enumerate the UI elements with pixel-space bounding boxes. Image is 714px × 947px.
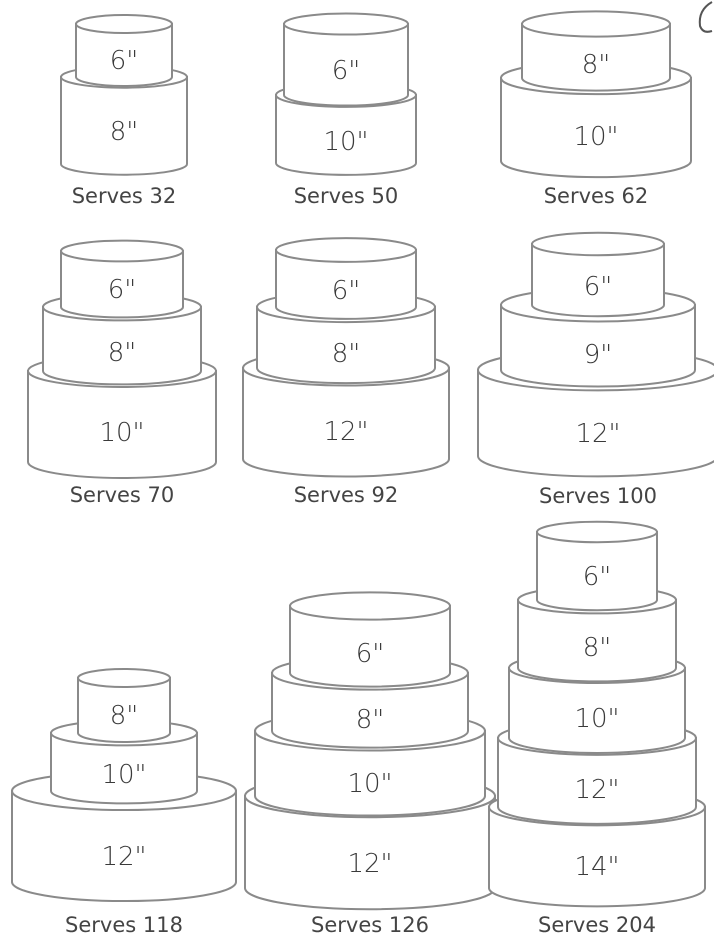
cake-2: 10" 6" Serves 50 <box>276 13 416 208</box>
tier-size-label: 6" <box>108 275 137 305</box>
cake-tier-top <box>532 233 664 255</box>
tier-size-label: 6" <box>356 639 385 669</box>
tier-size-label: 12" <box>574 775 619 805</box>
cake-9: 14" 12" 10" 8" 6" Serves 204 <box>489 522 705 937</box>
cake-tier-top <box>290 592 450 619</box>
cake-7: 12" 10" 8" Serves 118 <box>12 669 236 937</box>
serves-label: Serves 32 <box>72 184 177 208</box>
tier-size-label: 12" <box>101 842 146 872</box>
cake-5: 12" 8" 6" Serves 92 <box>243 238 449 507</box>
tier-size-label: 6" <box>583 562 612 592</box>
serves-label: Serves 100 <box>539 484 657 508</box>
tier-size-label: 8" <box>332 339 361 369</box>
cake-tier-top <box>76 15 172 33</box>
tier-size-label: 8" <box>582 50 611 80</box>
tier-size-label: 14" <box>574 852 619 882</box>
cake-tier-top <box>522 11 670 36</box>
cake-tier-top <box>284 13 408 34</box>
tier-size-label: 6" <box>332 56 361 86</box>
tier-size-label: 12" <box>575 419 620 449</box>
tier-size-label: 10" <box>573 122 618 152</box>
serves-label: Serves 92 <box>294 483 399 507</box>
tier-size-label: 9" <box>584 340 613 370</box>
tier-size-label: 8" <box>110 701 139 731</box>
cake-tier-top <box>537 522 657 542</box>
tier-size-label: 8" <box>108 338 137 368</box>
serves-label: Serves 126 <box>311 913 429 937</box>
corner-script-mark <box>700 2 712 32</box>
cake-tier-top <box>78 669 170 687</box>
tier-size-label: 6" <box>332 276 361 306</box>
cake-3: 10" 8" Serves 62 <box>501 11 691 208</box>
cake-6: 12" 9" 6" Serves 100 <box>478 233 714 508</box>
tier-size-label: 10" <box>574 704 619 734</box>
tier-size-label: 10" <box>99 418 144 448</box>
serves-label: Serves 70 <box>70 483 175 507</box>
cake-8: 12" 10" 8" 6" Serves 126 <box>245 592 495 937</box>
tier-size-label: 8" <box>583 633 612 663</box>
tier-size-label: 10" <box>101 760 146 790</box>
tier-size-label: 10" <box>323 127 368 157</box>
tier-size-label: 10" <box>347 769 392 799</box>
tier-size-label: 6" <box>110 46 139 76</box>
serves-label: Serves 118 <box>65 913 183 937</box>
serves-label: Serves 50 <box>294 184 399 208</box>
tier-size-label: 12" <box>347 849 392 879</box>
cake-tier-top <box>276 238 416 262</box>
cakes-layer: 8" 6" Serves 32 10" 6" Serves 50 10" 8" Serves 6… <box>12 11 714 937</box>
serves-label: Serves 204 <box>538 913 656 937</box>
tier-size-label: 12" <box>323 417 368 447</box>
serves-label: Serves 62 <box>544 184 649 208</box>
cake-4: 10" 8" 6" Serves 70 <box>28 241 216 507</box>
tier-size-label: 6" <box>584 272 613 302</box>
tier-size-label: 8" <box>110 117 139 147</box>
cake-tier-top <box>61 241 183 262</box>
cake-1: 8" 6" Serves 32 <box>61 15 187 208</box>
tier-size-label: 8" <box>356 705 385 735</box>
